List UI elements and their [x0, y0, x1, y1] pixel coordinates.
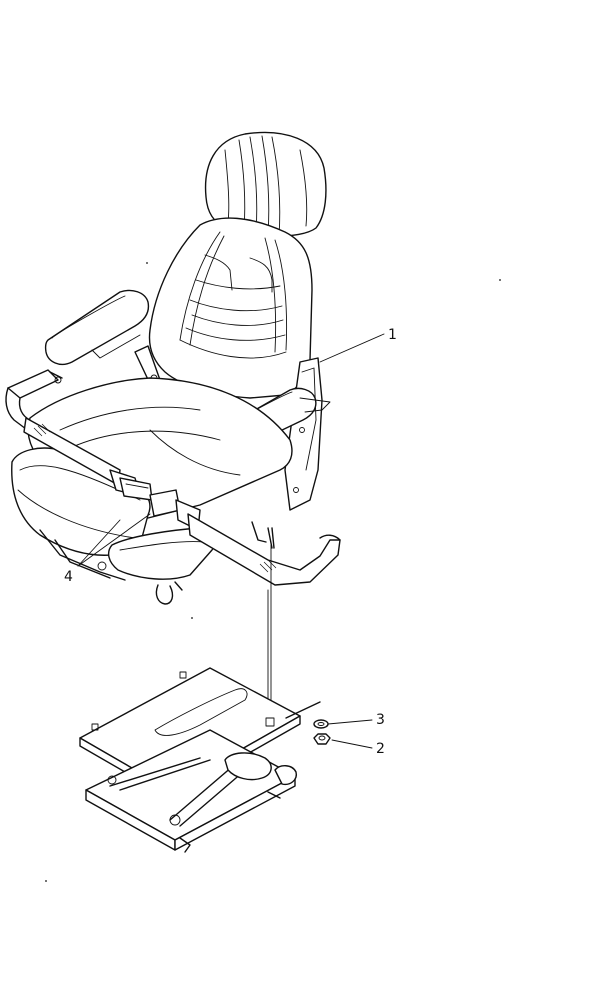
seat-cushion [11, 377, 293, 605]
scan-specks [45, 262, 501, 882]
callout-leaders [77, 333, 385, 749]
callout-3: 3 [376, 712, 385, 728]
callout-4: 4 [64, 569, 73, 585]
hardware [313, 719, 331, 745]
callout-1: 1 [388, 327, 397, 343]
callout-2: 2 [376, 741, 385, 757]
seat-suspension [79, 667, 321, 853]
seat-belt [5, 369, 341, 586]
left-armrest [44, 289, 161, 389]
seat-backrest [148, 217, 313, 399]
